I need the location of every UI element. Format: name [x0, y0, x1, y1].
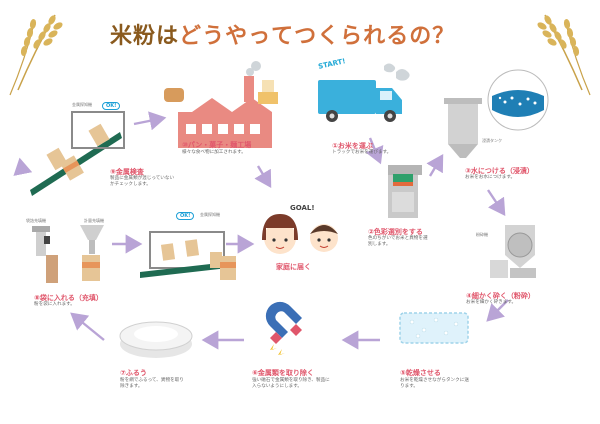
title-char: は: [156, 24, 180, 49]
rice-ear-left-icon: [9, 14, 63, 96]
middle-conveyor-icon: [140, 231, 236, 280]
step-3-label: ③水につける（浸漬）: [465, 167, 534, 175]
arrow-1-2: [365, 137, 384, 165]
truck-icon: [318, 63, 410, 122]
title-char: ら: [340, 24, 364, 49]
arrow-4-5: [486, 299, 509, 322]
metal-detector-mid-label: 金属探知機: [200, 212, 220, 217]
soak-tank-icon: [444, 69, 549, 158]
rice-ear-right-icon: [537, 14, 591, 96]
home-label: 家庭に届く: [276, 263, 311, 271]
title-char: 米: [110, 24, 134, 49]
arrow-3-4: [487, 189, 506, 216]
title-char: ？: [432, 24, 456, 49]
title-char: や: [225, 24, 249, 49]
title-char: の: [409, 24, 433, 49]
title-char: て: [271, 24, 295, 49]
step-6-label: ⑥金属類を取り除く: [252, 369, 314, 377]
ok-badge-middle: OK!: [176, 212, 195, 220]
arrow-7-8: [70, 312, 105, 341]
title-char: う: [202, 24, 226, 49]
title-char: れ: [363, 24, 387, 49]
step-3-desc: お米をお水につけます。: [465, 175, 516, 180]
page-title: 米粉はどうやってつくられるの？: [110, 18, 490, 52]
soak-tank-label: 浸漬タンク: [482, 138, 502, 143]
metal-detector-top-label: 金属探知機: [72, 102, 92, 107]
packer-icon: [32, 225, 104, 283]
step-4-desc: お米を細かく砕きます。: [466, 300, 517, 305]
step-5-desc: お米を乾燥させながらタンクに送ります。: [400, 378, 469, 389]
step-7-desc: 粉を網でふるって、異物を取り除きます。: [120, 378, 184, 389]
title-char: つ: [294, 24, 318, 49]
step-2-label: ②色彩選別をする: [368, 228, 423, 236]
step-4-label: ④細かく砕く（粉砕）: [466, 292, 535, 300]
step-10-desc: 様々な食べ物に加工されます。: [182, 150, 246, 155]
mill-label: 粉砕機: [476, 232, 488, 237]
step-7-label: ⑦ふるう: [120, 369, 147, 377]
magnet-icon: [265, 301, 302, 355]
step-9-desc: 製品に金属類が混じっていないかチェックします。: [110, 176, 175, 187]
step-8-desc: 粉を袋に入れます。: [34, 302, 75, 307]
ok-badge-top: OK!: [102, 102, 121, 110]
arrow-8-9: [13, 157, 33, 177]
step-9-label: ⑨金属検査: [110, 168, 144, 176]
packer-label: 袋詰充填機: [26, 218, 46, 223]
goal-label: GOAL!: [290, 204, 315, 212]
step-1-desc: トラックでお米を運びます。: [332, 150, 392, 155]
title-char: く: [317, 24, 341, 49]
step-8-label: ⑧袋に入れる（充填）: [34, 294, 103, 302]
step-6-desc: 強い磁石で金属類を取り除き、製品に入らないようにします。: [252, 378, 330, 389]
mill-icon: [490, 225, 536, 278]
drying-pipe-icon: [399, 312, 469, 344]
arrow-10-home: [254, 165, 272, 189]
step-10-label: ⑩パン・菓子・麺工場: [182, 141, 252, 149]
color-sorter-icon: [388, 165, 422, 218]
sieve-icon: [119, 321, 193, 358]
top-conveyor-icon: [30, 111, 125, 196]
title-char: 粉: [133, 24, 157, 49]
step-2-desc: 色のちがいでお米と異物を選別します。: [368, 236, 428, 247]
title-char: る: [386, 24, 410, 49]
arrow-9-10: [133, 111, 167, 131]
step-5-label: ⑤乾燥させる: [400, 369, 441, 377]
flow-arrows: [13, 111, 509, 350]
title-char: ど: [179, 24, 203, 49]
family-icon: [262, 214, 338, 254]
title-char: っ: [248, 24, 272, 49]
step-1-label: ①お米を運ぶ: [332, 142, 373, 150]
weigher-label: 計量充填機: [84, 218, 104, 223]
arrow-2-3: [426, 153, 444, 177]
factory-icon: [164, 61, 278, 148]
